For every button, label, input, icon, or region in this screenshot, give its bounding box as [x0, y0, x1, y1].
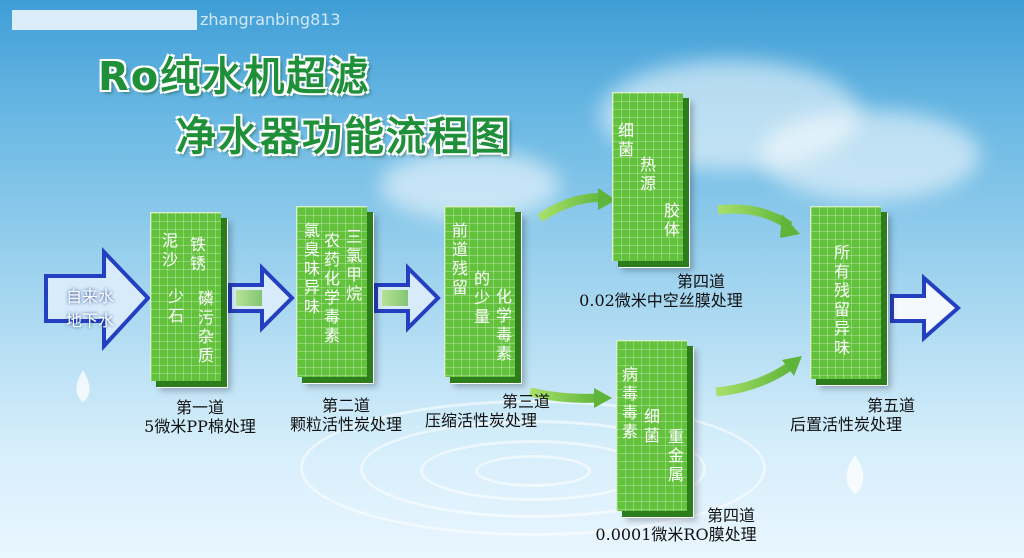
stage-4a-panel: 细菌 热源 胶体 — [612, 92, 683, 261]
stage-4a-text-3: 胶体 — [663, 201, 680, 239]
water-ripple — [475, 455, 591, 487]
curve-arrow-down-1 — [528, 387, 601, 403]
stage-5-label-line1: 第五道 — [866, 396, 915, 415]
stage-4a-label: 第四道 0.02微米中空丝膜处理 — [556, 272, 766, 310]
stage-1-text-3: 少石 — [167, 287, 184, 325]
stage-5-label: 第五道 后置活性炭处理 — [756, 396, 936, 434]
stage-4b-text-3: 重金属 — [667, 427, 684, 484]
stage-2-label: 第二道 颗粒活性炭处理 — [236, 396, 456, 434]
stage-4a-label-line2: 0.02微米中空丝膜处理 — [579, 291, 743, 310]
stage-5-text-1: 所有残留异味 — [833, 243, 850, 357]
stage-4a-label-line1: 第四道 — [676, 272, 725, 291]
water-drop-icon — [846, 455, 864, 494]
stage-4b-text-1: 病毒毒素 — [621, 365, 638, 441]
stage-4b-panel: 病毒毒素 细菌 重金属 — [616, 340, 687, 511]
stage-2-text-1: 氯臭味异味 — [303, 221, 320, 316]
title-line-2: 净水器功能流程图 — [176, 114, 512, 160]
stage-2-panel: 氯臭味异味 农药化学毒素 三氯甲烷 — [296, 206, 367, 377]
water-drop-icon — [76, 370, 90, 402]
stage-3-label: 第三道 压缩活性炭处理 — [376, 392, 586, 430]
stage-3-panel: 前道残留 的少量 化学毒素 — [444, 206, 515, 377]
curve-arrow-up-1 — [537, 193, 606, 222]
cloud-decoration — [760, 110, 980, 200]
stage-1-text-1: 泥沙 — [161, 231, 178, 269]
stage-2-text-2: 农药化学毒素 — [323, 231, 340, 345]
stage-2-text-3: 三氯甲烷 — [345, 227, 362, 303]
watermark: zhangranbing813 — [200, 10, 341, 29]
stage-1-text-2: 铁锈 — [189, 235, 206, 273]
input-arrow — [44, 247, 151, 352]
stage-4b-text-2: 细菌 — [643, 407, 660, 445]
water-ripple — [300, 400, 766, 536]
stage-4b-label-line2: 0.0001微米RO膜处理 — [595, 525, 757, 544]
output-arrow — [890, 273, 962, 343]
stage-3-label-line1: 第三道 — [501, 392, 550, 411]
water-ripple — [360, 420, 706, 518]
stage-1-label-line1: 第一道 — [175, 398, 224, 417]
stage-2-label-line1: 第二道 — [321, 396, 370, 415]
curve-arrow-up-2 — [717, 204, 793, 230]
stage-4b-label: 第四道 0.0001微米RO膜处理 — [576, 506, 776, 544]
input-label-line1: 自来水 — [66, 287, 115, 306]
watermark-box — [12, 10, 197, 30]
title-line-1: Ro纯水机超滤 — [98, 54, 371, 100]
stage-1-text-4: 磷污杂质 — [197, 289, 214, 365]
stage-4a-text-1: 细菌 — [617, 121, 634, 159]
stage-5-panel: 所有残留异味 — [810, 206, 881, 379]
stage-1-label-line2: 5微米PP棉处理 — [144, 417, 256, 436]
stage-3-text-1: 前道残留 — [451, 221, 468, 297]
stage-3-label-line2: 压缩活性炭处理 — [424, 411, 537, 430]
input-label-line2: 地下水 — [66, 311, 115, 330]
stage-4a-text-2: 热源 — [639, 155, 656, 193]
stage-3-text-2: 的少量 — [473, 269, 490, 326]
stage-4b-label-line1: 第四道 — [706, 506, 755, 525]
stage-5-label-line2: 后置活性炭处理 — [789, 415, 902, 434]
stage-2-label-line2: 颗粒活性炭处理 — [289, 415, 402, 434]
stage-1-label: 第一道 5微米PP棉处理 — [90, 398, 310, 436]
curve-arrow-down-2 — [715, 360, 796, 397]
stage-3-text-3: 化学毒素 — [495, 287, 512, 363]
stage-1-panel: 泥沙 铁锈 少石 磷污杂质 — [150, 212, 221, 381]
